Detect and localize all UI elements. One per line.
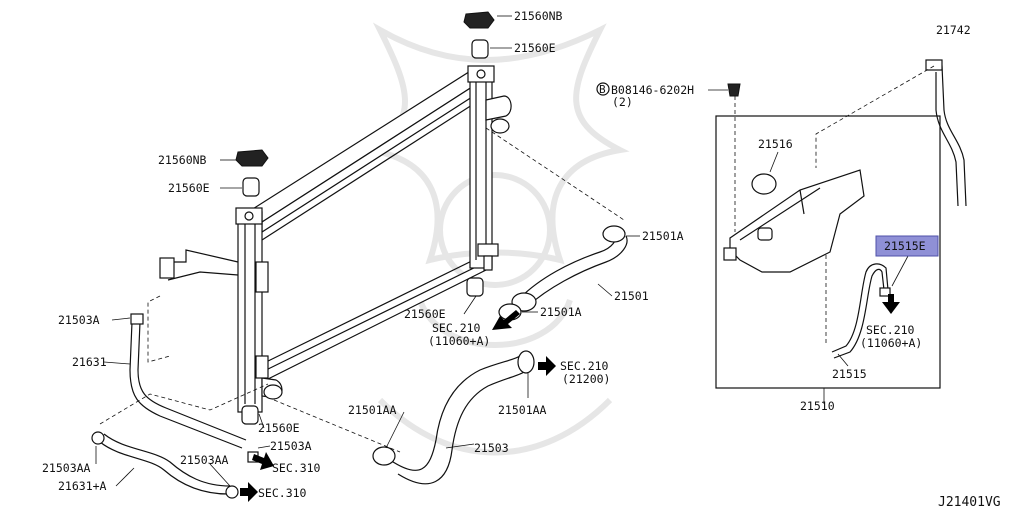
hose-21631a[interactable] — [91, 431, 239, 499]
reservoir-cap-21516[interactable] — [751, 173, 777, 195]
label-21501a-bottom[interactable]: 21501A — [540, 305, 582, 319]
label-21501aa-right[interactable]: 21501AA — [498, 403, 547, 417]
label-21501a-top[interactable]: 21501A — [642, 229, 684, 243]
label-sec210-top-ref: (11060+A) — [428, 334, 490, 348]
clamp-21501aa-left[interactable] — [372, 446, 396, 466]
label-bolt-qty: (2) — [612, 95, 633, 109]
label-21560e-bottom[interactable]: 21560E — [258, 421, 300, 435]
cushion-21560e-left[interactable] — [242, 177, 260, 197]
clamp-21501aa-right[interactable] — [517, 350, 535, 374]
label-21631[interactable]: 21631 — [72, 355, 107, 369]
cap-21560nb-top[interactable] — [463, 11, 495, 29]
label-21516[interactable]: 21516 — [758, 137, 793, 151]
label-21560e-top[interactable]: 21560E — [514, 41, 556, 55]
label-21503aa-mid[interactable]: 21503AA — [180, 453, 229, 467]
label-21503a-bottom[interactable]: 21503A — [270, 439, 312, 453]
label-21560e-left[interactable]: 21560E — [168, 181, 210, 195]
label-21503[interactable]: 21503 — [474, 441, 509, 455]
reservoir-tank[interactable] — [723, 169, 865, 273]
arrow-sec210-mid — [538, 356, 556, 376]
cushion-21560e-bottom[interactable] — [241, 405, 259, 425]
leader-lines — [95, 15, 935, 487]
highlight-21515e — [875, 235, 939, 257]
label-21631a[interactable]: 21631+A — [58, 479, 107, 493]
label-21515[interactable]: 21515 — [832, 367, 867, 381]
hose-21631[interactable] — [129, 313, 247, 449]
clamp-21501a-top[interactable] — [602, 225, 626, 243]
reservoir-assembly-box — [715, 115, 941, 389]
label-bolt[interactable]: B08146-6202H — [611, 83, 694, 97]
label-sec210-mid-ref: (21200) — [562, 372, 610, 386]
bolt-b-marker: B — [599, 83, 606, 96]
label-21560e-mid[interactable]: 21560E — [404, 307, 446, 321]
label-21503aa-left[interactable]: 21503AA — [42, 461, 91, 475]
label-21515e[interactable]: 21515E — [884, 239, 926, 253]
arrow-sec210-right — [882, 294, 900, 314]
watermark-emblem — [361, 22, 630, 456]
cap-21560nb-left[interactable] — [235, 149, 269, 167]
cushion-21560e-top[interactable] — [471, 39, 489, 59]
label-21560nb-left[interactable]: 21560NB — [158, 153, 207, 167]
cushion-21560e-mid[interactable] — [466, 277, 484, 297]
label-21501aa-left[interactable]: 21501AA — [348, 403, 397, 417]
hose-21742[interactable] — [925, 59, 967, 207]
part-labels: 21560NB 21560E B B08146-6202H (2) 21742 … — [42, 9, 1001, 510]
diagram-code: J21401VG — [938, 495, 1001, 510]
arrow-sec310-a — [252, 452, 274, 470]
label-21501[interactable]: 21501 — [614, 289, 649, 303]
label-21560nb-top[interactable]: 21560NB — [514, 9, 563, 23]
radiator-core — [159, 65, 512, 413]
arrow-sec310-b — [240, 482, 258, 502]
label-sec210-right-ref: (11060+A) — [860, 336, 922, 350]
label-21503a-left[interactable]: 21503A — [58, 313, 100, 327]
hose-21515[interactable] — [831, 263, 891, 359]
section-arrows — [240, 294, 900, 502]
label-sec210-right[interactable]: SEC.210 — [866, 323, 915, 337]
label-sec210-top[interactable]: SEC.210 — [432, 321, 481, 335]
bolt-08146-6202h[interactable] — [727, 83, 741, 97]
label-sec210-mid[interactable]: SEC.210 — [560, 359, 609, 373]
label-sec310-b[interactable]: SEC.310 — [258, 486, 307, 500]
arrow-sec210-top — [492, 310, 520, 330]
label-sec310-a[interactable]: SEC.310 — [272, 461, 321, 475]
label-21510[interactable]: 21510 — [800, 399, 835, 413]
hose-21503[interactable] — [389, 355, 525, 485]
label-21742[interactable]: 21742 — [936, 23, 971, 37]
